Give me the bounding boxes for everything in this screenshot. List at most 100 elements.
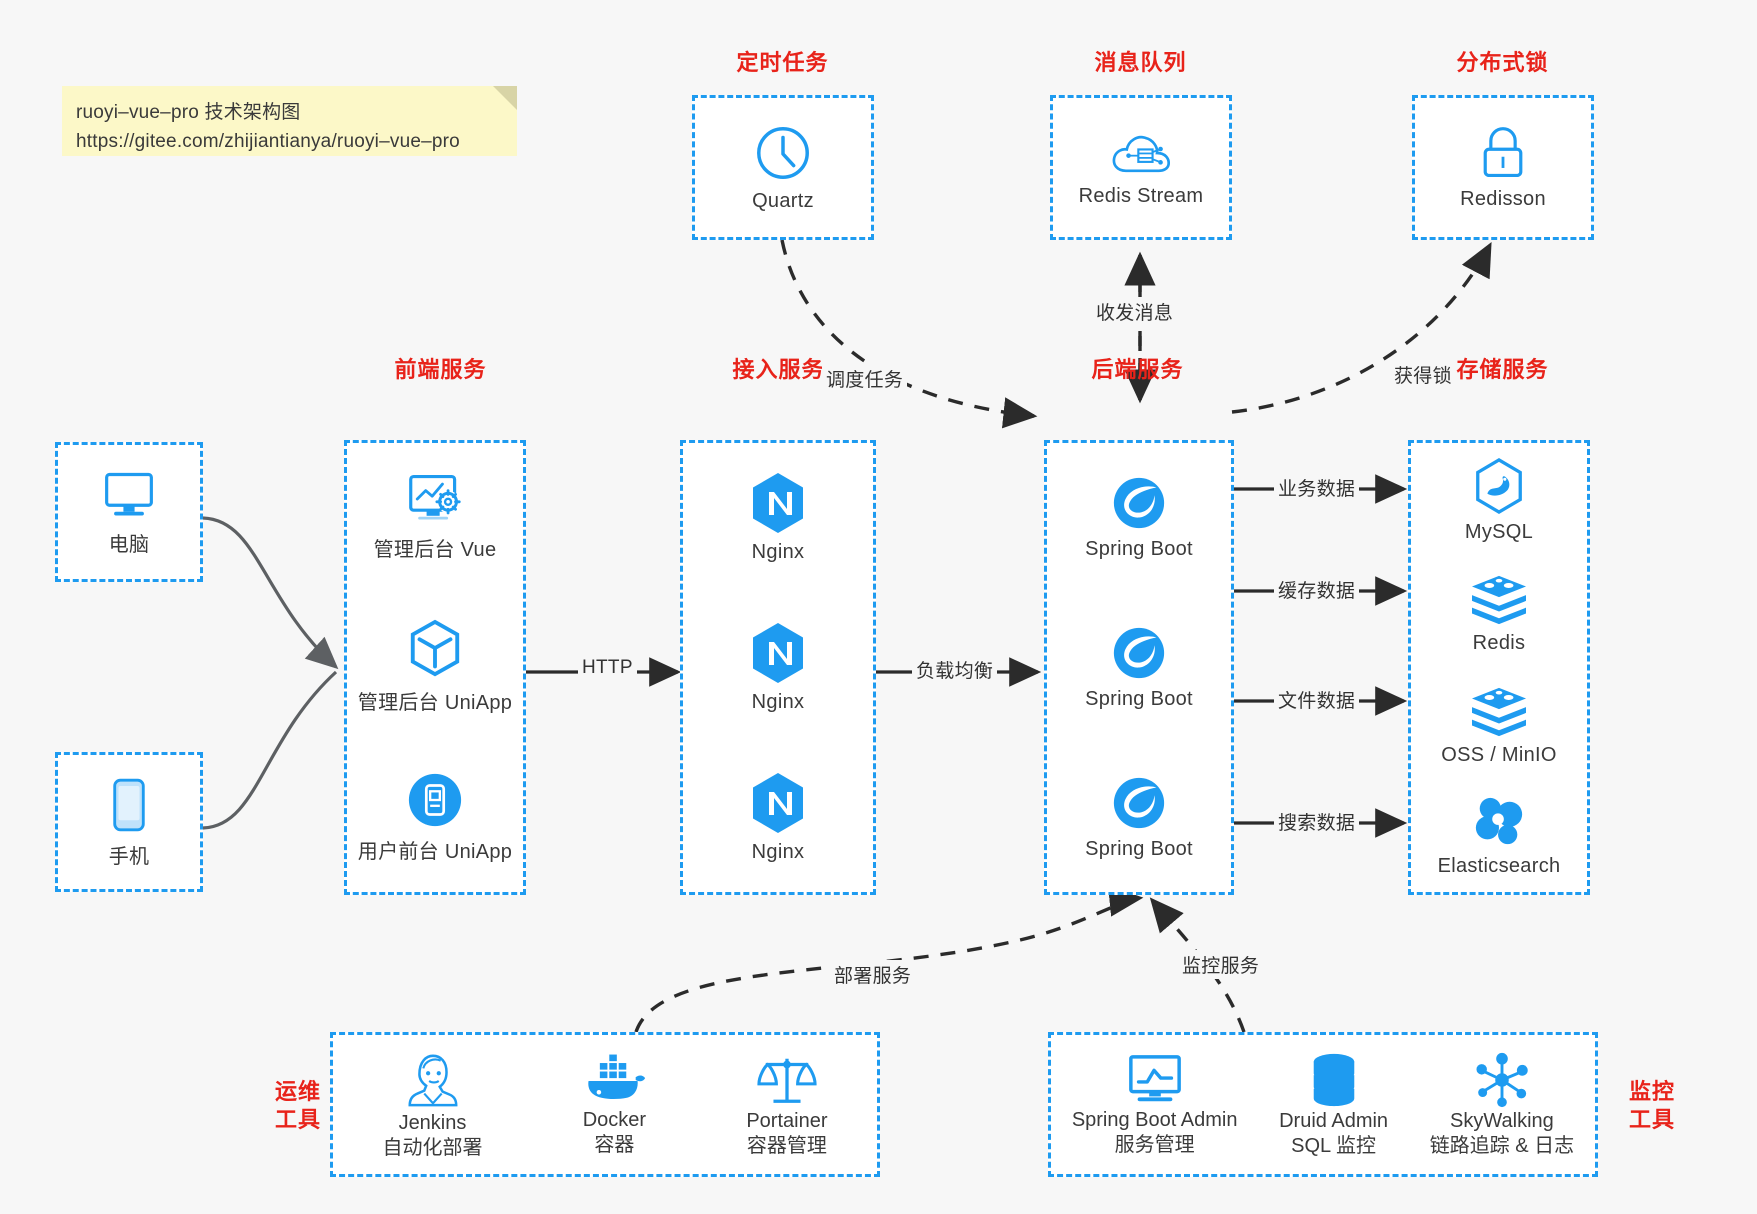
node-desc-docker: 容器 — [594, 1133, 635, 1156]
phone-app-icon — [408, 773, 462, 827]
edge-label-deploy-service: 部署服务 — [830, 960, 916, 989]
group-title-scheduled-task: 定时任务 — [736, 50, 829, 75]
group-box-devops: Jenkins 自动化部署 Docker 容器 — [330, 1032, 880, 1177]
mobile-icon — [113, 778, 145, 831]
node-redisson[interactable]: Redisson — [1460, 124, 1546, 211]
edge-label-schedule-task: 调度任务 — [822, 364, 908, 393]
node-spring-boot-admin[interactable]: Spring Boot Admin 服务管理 — [1071, 1052, 1238, 1158]
note-line-2: https://gitee.com/zhijiantianya/ruoyi–vu… — [76, 131, 460, 153]
node-quartz[interactable]: Quartz — [752, 122, 814, 213]
node-spring-boot-1[interactable]: Spring Boot — [1085, 474, 1193, 561]
node-label-desktop: 电脑 — [108, 533, 150, 556]
node-portainer[interactable]: Portainer 容器管理 — [746, 1051, 828, 1159]
edge-label-business-data: 业务数据 — [1274, 473, 1360, 502]
node-docker[interactable]: Docker 容器 — [581, 1052, 647, 1158]
node-label-jenkins: Jenkins — [398, 1111, 467, 1134]
lock-icon — [1483, 127, 1523, 178]
node-label-mysql: MySQL — [1464, 521, 1534, 544]
node-admin-vue[interactable]: 管理后台 Vue — [374, 471, 497, 562]
node-label-spring-boot-1: Spring Boot — [1085, 538, 1193, 561]
node-desc-jenkins: 自动化部署 — [382, 1136, 483, 1159]
dashboard-gear-icon — [409, 475, 461, 520]
group-box-scheduled-task: Quartz — [692, 95, 874, 240]
group-box-gateway: Nginx Nginx Nginx — [680, 440, 876, 895]
edge-label-monitor-service: 监控服务 — [1178, 950, 1264, 979]
node-skywalking[interactable]: SkyWalking 链路追踪 & 日志 — [1430, 1051, 1574, 1159]
mysql-icon — [1476, 458, 1522, 515]
info-note: ruoyi–vue–pro 技术架构图 https://gitee.com/zh… — [62, 86, 517, 156]
node-jenkins[interactable]: Jenkins 自动化部署 — [382, 1049, 482, 1161]
group-title-frontend: 前端服务 — [394, 357, 487, 382]
desktop-icon — [105, 472, 153, 515]
node-desc-skywalking: 链路追踪 & 日志 — [1429, 1134, 1575, 1157]
group-title-devops-line1: 运维 — [274, 1079, 321, 1104]
node-label-user-uniapp: 用户前台 UniApp — [357, 841, 513, 863]
clock-icon — [757, 127, 809, 179]
group-box-message-queue: Redis Stream — [1050, 95, 1232, 240]
spring-icon — [1113, 777, 1165, 828]
group-box-client-desktop: 电脑 — [55, 442, 203, 582]
group-box-distributed-lock: Redisson — [1412, 95, 1594, 240]
monitor-chart-icon — [1128, 1054, 1181, 1101]
node-label-nginx-1: Nginx — [751, 541, 805, 564]
edge-label-file-data: 文件数据 — [1274, 685, 1360, 714]
node-nginx-3[interactable]: Nginx — [749, 771, 807, 864]
node-label-nginx-3: Nginx — [751, 840, 805, 863]
node-admin-uniapp[interactable]: 管理后台 UniApp — [358, 618, 512, 715]
group-title-message-queue: 消息队列 — [1094, 50, 1187, 75]
node-nginx-1[interactable]: Nginx — [749, 471, 807, 564]
edge-label-acquire-lock: 获得锁 — [1390, 360, 1456, 389]
redis-icon — [1471, 687, 1526, 736]
edge-label-search-data: 搜索数据 — [1274, 807, 1360, 836]
node-druid-admin[interactable]: Druid Admin SQL 监控 — [1279, 1051, 1388, 1159]
node-label-druid-admin: Druid Admin — [1279, 1109, 1389, 1132]
database-icon — [1313, 1053, 1354, 1106]
node-desc-spring-boot-admin: 服务管理 — [1114, 1133, 1195, 1156]
docker-icon — [588, 1054, 646, 1099]
edge-label-load-balance: 负载均衡 — [912, 655, 998, 684]
node-mysql[interactable]: MySQL — [1465, 457, 1533, 544]
node-label-nginx-2: Nginx — [751, 690, 805, 713]
node-spring-boot-2[interactable]: Spring Boot — [1085, 624, 1193, 711]
node-desc-druid-admin: SQL 监控 — [1291, 1134, 1376, 1157]
node-redis[interactable]: Redis — [1468, 572, 1530, 655]
node-elasticsearch[interactable]: Elasticsearch — [1438, 795, 1561, 878]
edge-label-http: HTTP — [578, 656, 637, 680]
node-label-elasticsearch: Elasticsearch — [1437, 854, 1561, 877]
node-desktop[interactable]: 电脑 — [99, 468, 159, 557]
group-title-devops-line2: 工具 — [274, 1107, 321, 1133]
node-oss-minio[interactable]: OSS / MinIO — [1441, 684, 1557, 767]
node-label-oss-minio: OSS / MinIO — [1441, 743, 1557, 766]
edge-label-send-receive-message: 收发消息 — [1092, 297, 1178, 326]
group-box-storage: MySQL Redis OSS / MinIO — [1408, 440, 1590, 895]
cube-icon — [410, 619, 460, 677]
node-label-docker: Docker — [582, 1108, 647, 1131]
node-label-redisson: Redisson — [1460, 188, 1546, 210]
group-title-storage: 存储服务 — [1456, 357, 1549, 382]
node-label-portainer: Portainer — [746, 1109, 828, 1132]
node-redis-stream[interactable]: Redis Stream — [1079, 127, 1204, 208]
node-mobile[interactable]: 手机 — [109, 776, 150, 869]
node-label-mobile: 手机 — [108, 845, 150, 868]
group-title-monitoring-line2: 工具 — [1628, 1107, 1675, 1133]
node-user-uniapp[interactable]: 用户前台 UniApp — [358, 771, 512, 864]
nginx-icon — [753, 622, 803, 683]
jenkins-icon — [408, 1054, 458, 1106]
node-label-admin-vue: 管理后台 Vue — [373, 539, 497, 561]
node-label-admin-uniapp: 管理后台 UniApp — [357, 692, 513, 714]
node-label-spring-boot-3: Spring Boot — [1085, 837, 1193, 860]
node-label-skywalking: SkyWalking — [1450, 1109, 1554, 1132]
note-fold-corner — [493, 86, 517, 110]
node-spring-boot-3[interactable]: Spring Boot — [1085, 774, 1193, 861]
note-line-1: ruoyi–vue–pro 技术架构图 — [76, 102, 301, 123]
spring-icon — [1113, 478, 1165, 529]
nginx-icon — [753, 473, 803, 534]
node-label-spring-boot-admin: Spring Boot Admin — [1071, 1108, 1238, 1131]
group-box-frontend: 管理后台 Vue 管理后台 UniApp 用户前台 UniApp — [344, 440, 526, 895]
node-label-redis-stream: Redis Stream — [1078, 185, 1204, 207]
group-title-gateway: 接入服务 — [732, 357, 825, 382]
group-box-backend: Spring Boot Spring Boot Spring Boot — [1044, 440, 1234, 895]
nginx-icon — [753, 772, 803, 833]
node-nginx-2[interactable]: Nginx — [749, 621, 807, 714]
